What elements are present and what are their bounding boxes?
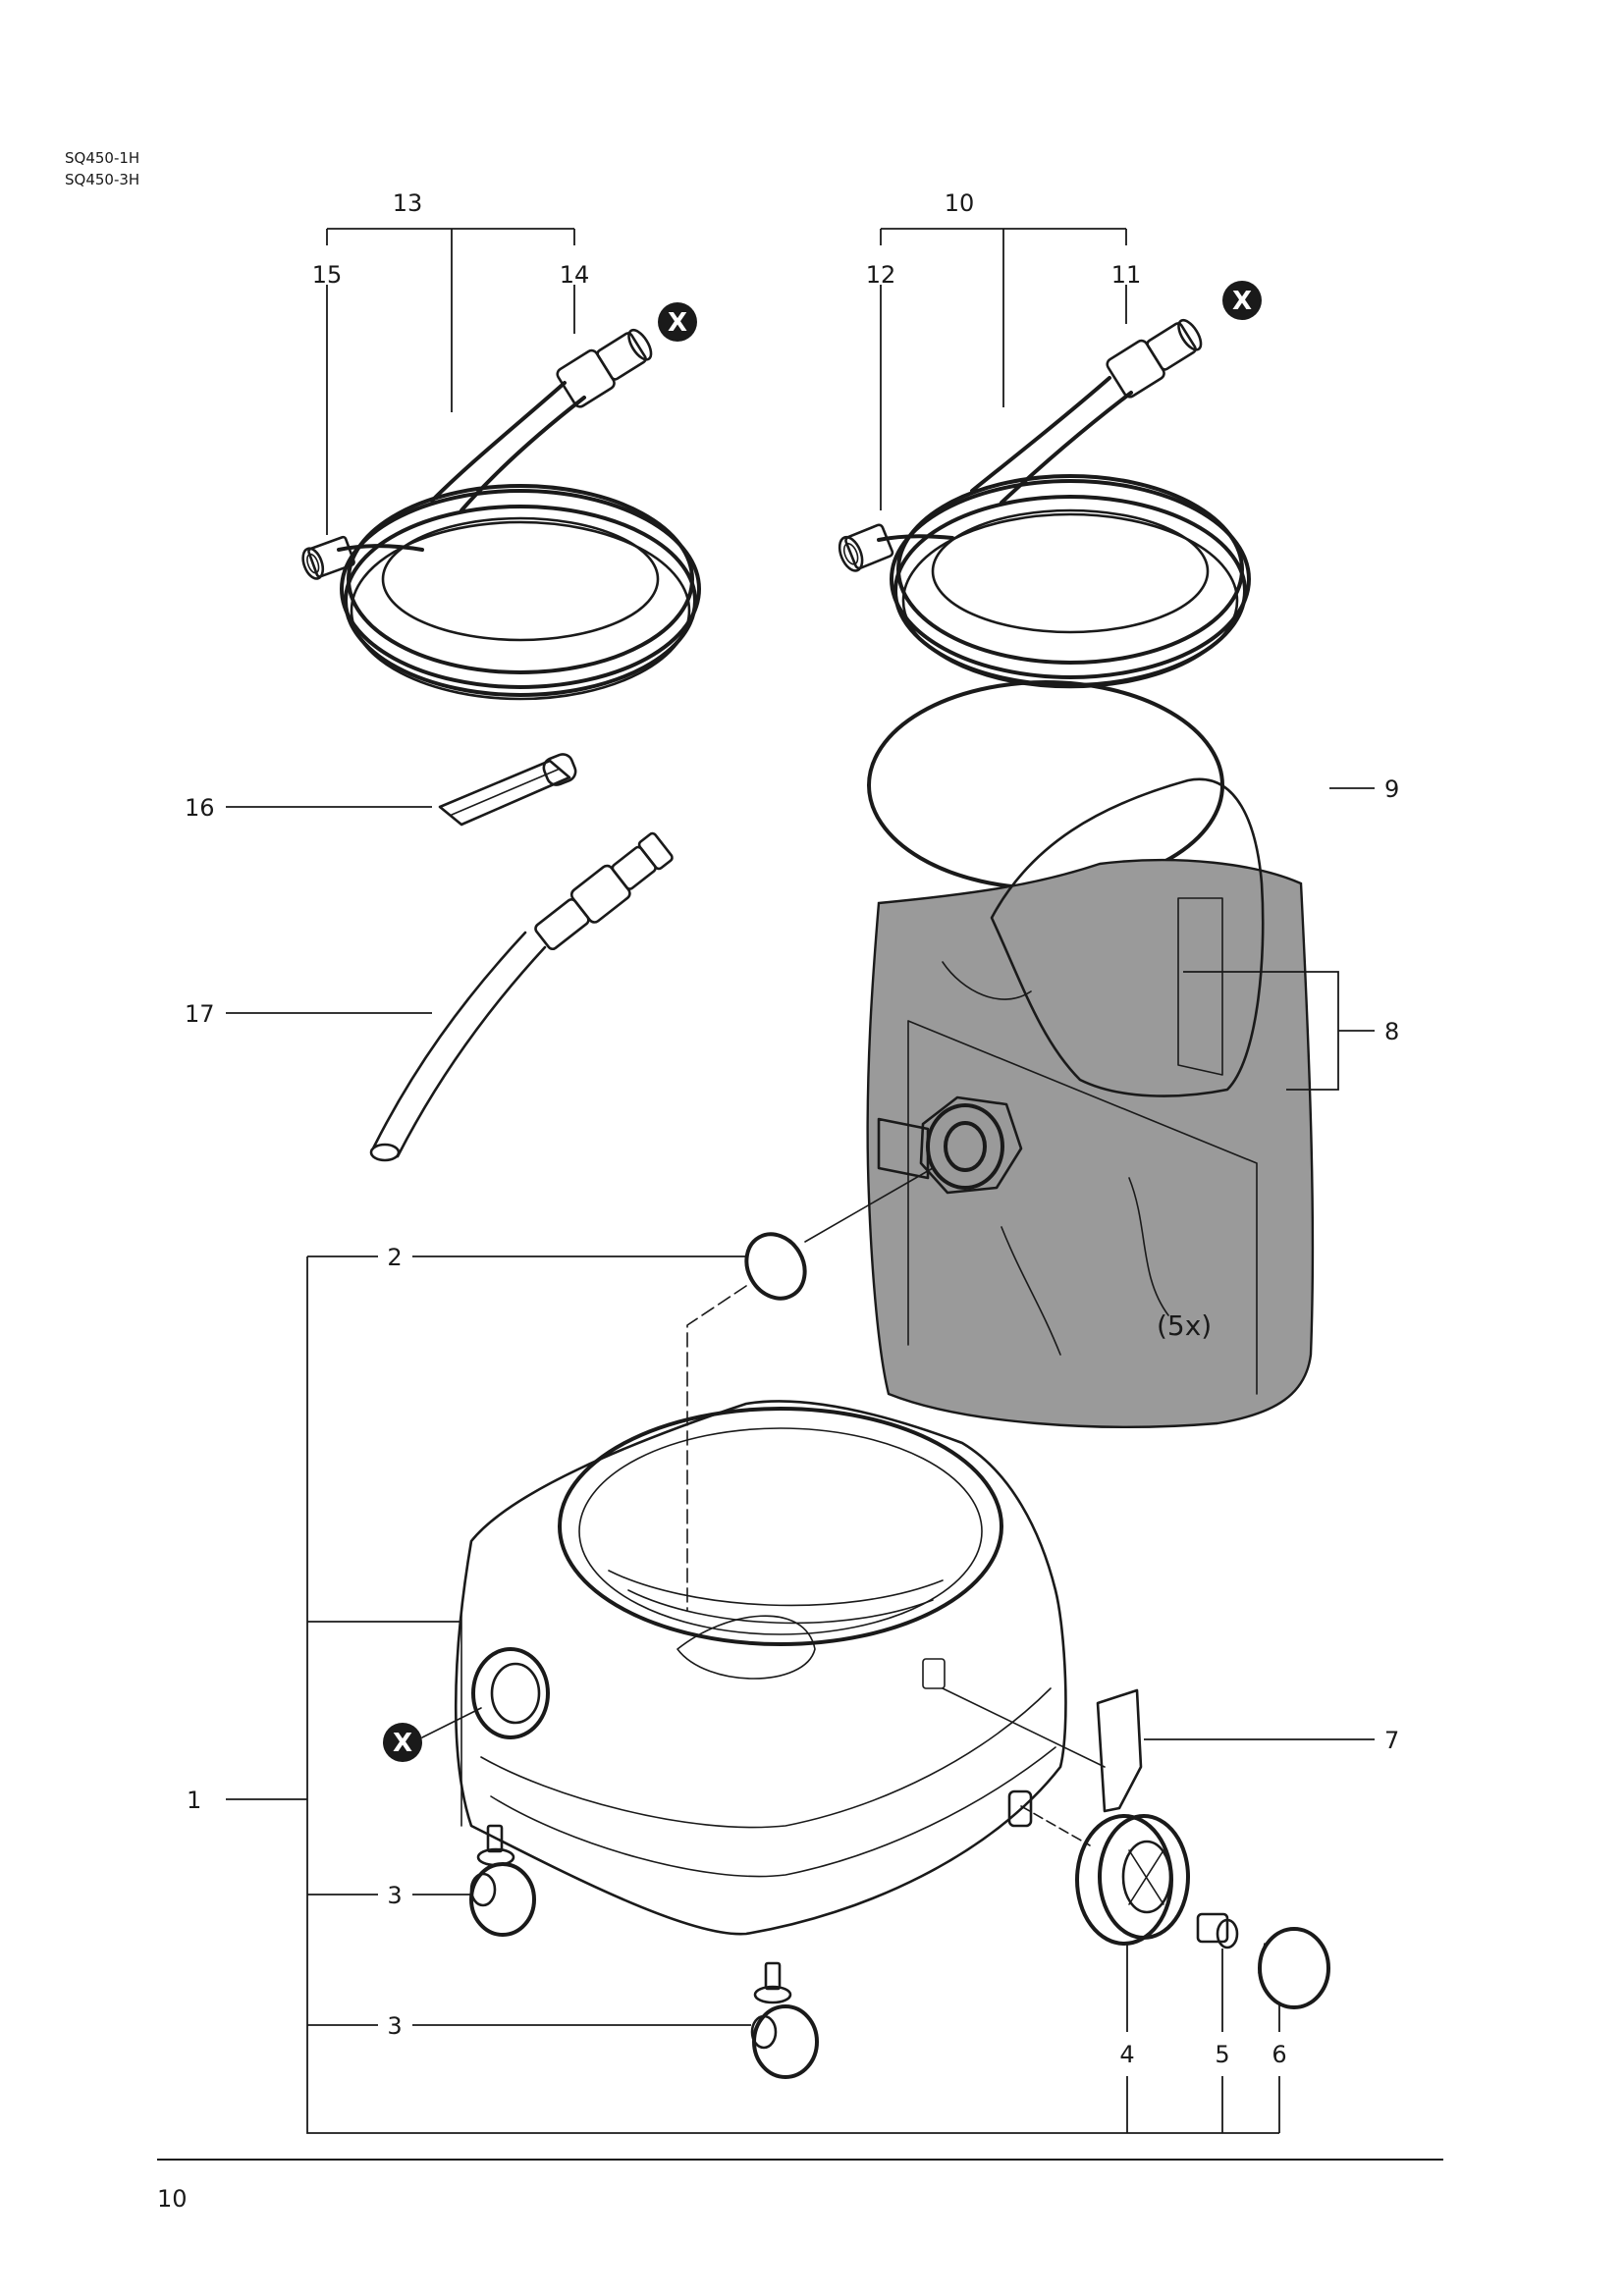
label-6: 6: [1271, 2041, 1286, 2068]
label-5: 5: [1215, 2041, 1229, 2068]
suction-bend-17: [369, 831, 674, 1162]
label-4: 4: [1119, 2041, 1134, 2068]
castor-3a: [469, 1824, 536, 1937]
container-body-1: [454, 1400, 1067, 1936]
label-13: 13: [393, 189, 423, 217]
label-9: 9: [1384, 775, 1399, 803]
svg-text:X: X: [1232, 287, 1252, 316]
hub-cap-6: [1258, 1927, 1330, 2009]
label-10: 10: [945, 189, 975, 217]
leader-10: [880, 228, 1127, 407]
leader-13: [326, 228, 575, 412]
crevice-nozzle-16: [438, 753, 577, 827]
label-7: 7: [1384, 1727, 1399, 1754]
x-marker-hose-right: X: [1222, 281, 1262, 320]
clip-7: [942, 1687, 1143, 1813]
hose-assembly-13: [301, 328, 701, 701]
x-marker-hose-left: X: [658, 302, 697, 342]
label-14: 14: [560, 261, 590, 289]
hose-assembly-10: [838, 318, 1251, 689]
o-ring-2: [744, 1232, 807, 1301]
filter-bag-flange: [877, 1095, 1023, 1195]
label-3b: 3: [387, 2012, 402, 2040]
label-3a: 3: [387, 1882, 402, 1909]
label-2: 2: [387, 1244, 402, 1271]
leader-8: [1183, 971, 1375, 1091]
svg-text:X: X: [668, 308, 687, 338]
filter-bag-8: [866, 777, 1315, 1428]
page-number: 10: [157, 2185, 188, 2213]
castor-3b: [750, 1961, 819, 2079]
x-marker-container: X: [383, 1723, 422, 1762]
quantity-note: (5x): [1157, 1309, 1212, 1342]
label-1: 1: [187, 1787, 201, 1814]
label-12: 12: [866, 261, 896, 289]
leader-1-bracket: [226, 1256, 1279, 2134]
label-16: 16: [185, 794, 215, 822]
label-11: 11: [1111, 261, 1142, 289]
model-line-1: SQ450-1H: [65, 149, 139, 167]
label-15: 15: [312, 261, 343, 289]
hub-plug-5: [1196, 1912, 1239, 1949]
label-17: 17: [185, 1000, 215, 1028]
label-8: 8: [1384, 1018, 1399, 1045]
wheel-4: [1075, 1814, 1190, 1946]
model-line-2: SQ450-3H: [65, 171, 139, 188]
svg-text:X: X: [393, 1729, 412, 1758]
